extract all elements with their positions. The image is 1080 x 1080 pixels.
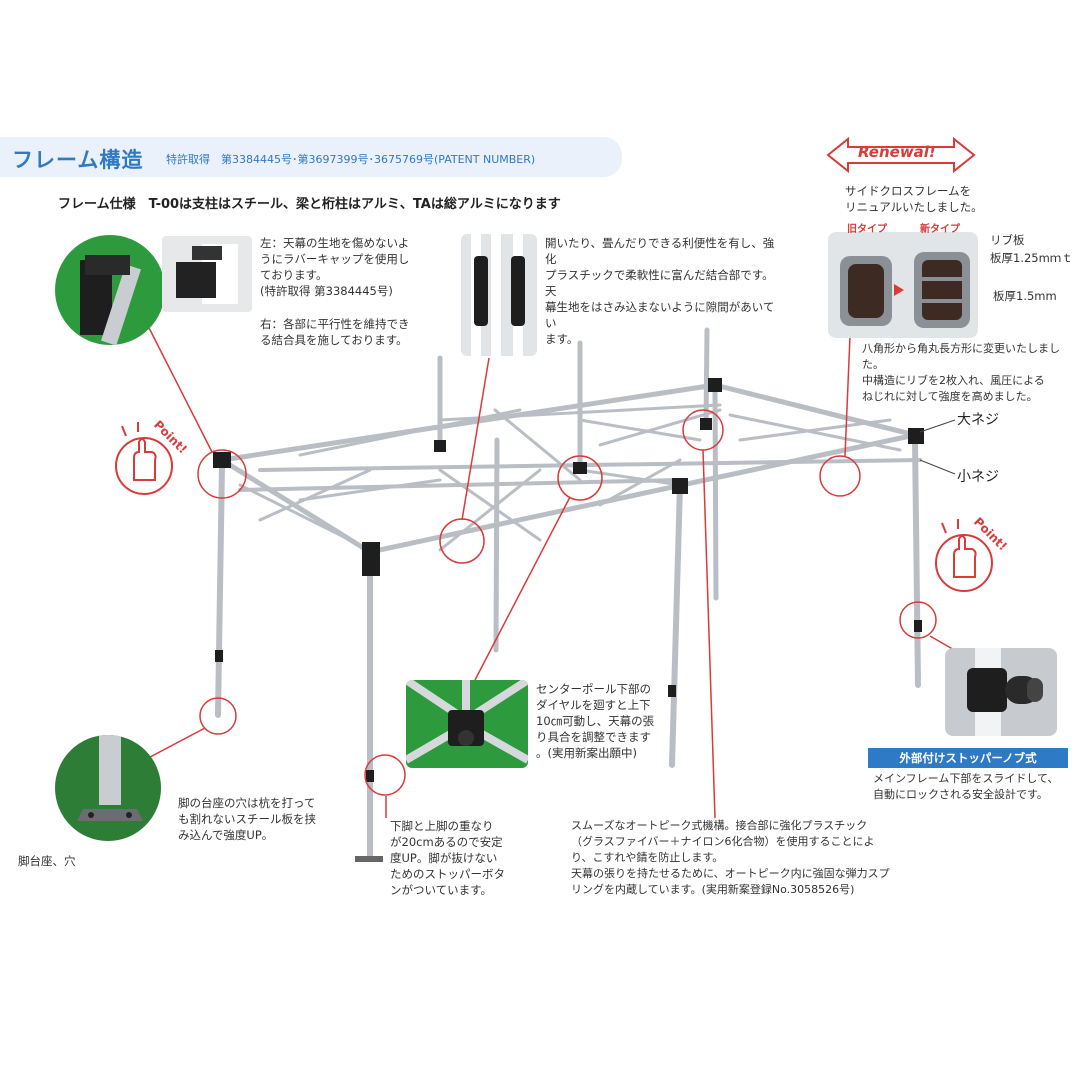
base-caption: 脚台座、穴 <box>18 854 76 868</box>
new-type-label: 新タイプ <box>920 224 960 235</box>
hinge-note: 開いたり、畳んだりできる利便性を有し、強化 プラスチックで柔軟性に富んだ結合部で… <box>545 236 775 346</box>
stopper-badge: 外部付けストッパーノブ式 <box>868 748 1068 768</box>
pointing-hand-icon <box>115 422 173 495</box>
base-plate-photo <box>55 735 161 841</box>
base-note: 脚の台座の穴は杭を打って も割れないスチール板を挟 み込んで強度UP。 <box>178 796 316 842</box>
patent-numbers: 特許取得 第3384445号･第3697399号･3675769号(PATENT… <box>166 153 536 166</box>
cross-section-photo <box>828 232 978 338</box>
renewal-intro: サイドクロスフレームを リニュアルいたしました。 <box>845 184 983 214</box>
large-screw-label: 大ネジ <box>957 412 999 428</box>
cap-note-left: 左：天幕の生地を傷めないよ うにラバーキャップを使用し ております。 (特許取得… <box>260 236 410 298</box>
page-title: フレーム構造 <box>12 148 144 172</box>
autopeak-note: スムーズなオートピーク式機構。接合部に強化プラスチック （グラスファイバー＋ナイ… <box>571 819 890 896</box>
old-type-label: 旧タイプ <box>847 224 887 235</box>
center-pole-note: センターポール下部の ダイヤルを廻すと上下 10㎝可動し、天幕の張 り具合を調整… <box>536 682 655 760</box>
center-pole-photo <box>406 680 528 768</box>
stopper-knob-photo <box>945 648 1057 736</box>
joint-cap-photo <box>55 235 165 345</box>
renewal-detail: 八角形から角丸長方形に変更いたしました。 中構造にリブを2枚入れ、風圧による ね… <box>862 342 1060 403</box>
pointing-hand-icon <box>935 519 993 592</box>
frame-spec: フレーム仕様 T-00は支柱はスチール、梁と桁柱はアルミ、TAは総アルミになりま… <box>58 197 561 212</box>
stopper-note: メインフレーム下部をスライドして、 自動にロックされる安全設計です。 <box>873 772 1059 801</box>
header-bar <box>0 137 622 177</box>
joint-fitting-photo <box>162 236 252 312</box>
renewal-label: Renewal! <box>858 143 936 161</box>
small-screw-label: 小ネジ <box>957 469 999 485</box>
leg-note: 下脚と上脚の重なり が20cmあるので安定 度UP。脚が抜けない ためのストッパ… <box>390 819 505 897</box>
rib-label: リブ板 <box>990 233 1025 247</box>
rib-thickness-label: 板厚1.25mｍｔ <box>990 251 1073 265</box>
hinge-photo <box>461 234 537 356</box>
renewal-arrow-icon <box>826 136 976 174</box>
cap-note-right: 右：各部に平行性を維持でき る結合具を施しております。 <box>260 317 410 347</box>
plate-thickness-label: 板厚1.5mm <box>993 289 1057 303</box>
